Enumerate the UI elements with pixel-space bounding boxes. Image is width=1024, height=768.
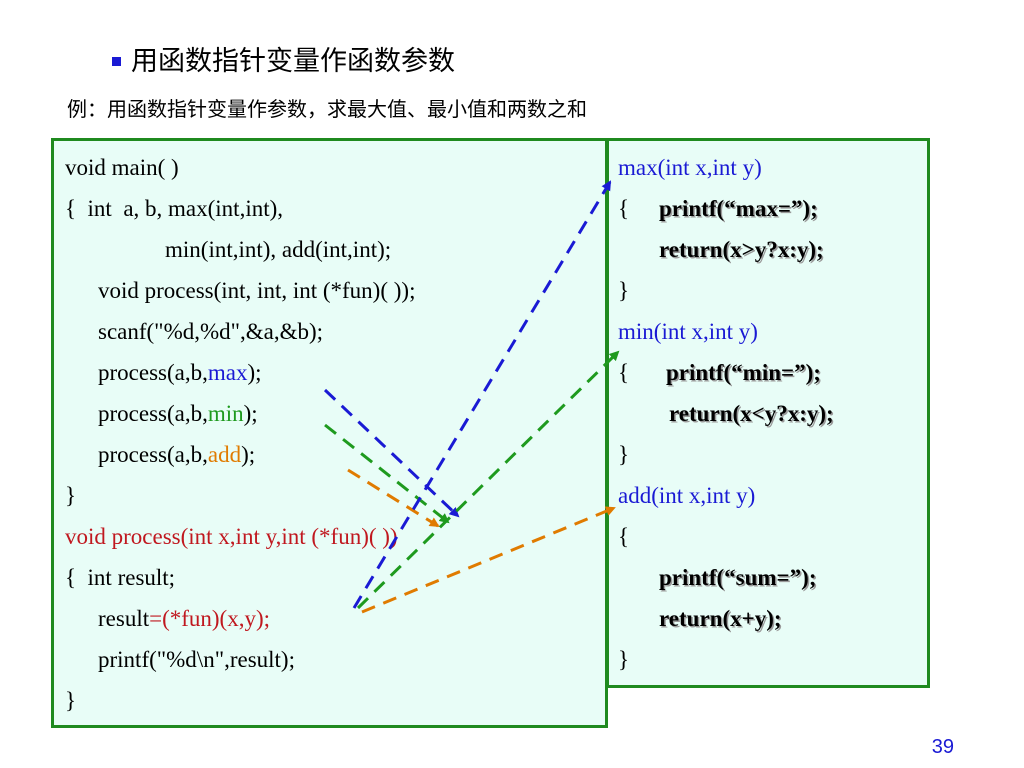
code-line: printf(“sum=”); [659,565,817,590]
add-argument: add [207,442,242,467]
code-line: return(x<y?x:y); [669,401,834,426]
slide-title-row: 用函数指针变量作函数参数 [112,38,455,78]
call-text: ); [247,360,262,385]
code-line: { int result; [65,565,176,590]
code-line: printf(“min=”); [666,360,821,385]
call-text: process(a,b, [98,442,208,467]
add-signature: add(int x,int y) [618,483,756,508]
max-argument: max [207,360,248,385]
code-line: { int a, b, max(int,int), [65,196,284,221]
call-text: process(a,b, [98,360,208,385]
main-process-code-box: void main( ) { int a, b, max(int,int), m… [51,138,608,728]
square-bullet-icon [112,56,121,66]
function-definitions-code-box: max(int x,int y) { printf(“max=”); retur… [606,138,930,688]
call-text: process(a,b, [98,401,208,426]
code-line: min(int,int), add(int,int); [165,237,392,262]
code-line: } [65,483,77,508]
code-line: result=(*fun)(x,y); [98,605,270,633]
code-line: scanf("%d,%d",&a,&b); [98,319,324,344]
example-description: 例：用函数指针变量作参数，求最大值、最小值和两数之和 [67,97,587,121]
code-line: void main( ) [65,155,179,180]
brace: { [618,360,630,385]
brace: { [618,196,630,221]
result-variable: result [98,606,150,631]
code-line: } [618,278,630,303]
code-line: } [618,442,630,467]
page-number: 39 [931,736,954,758]
code-line: return(x+y); [659,606,782,631]
code-line: return(x>y?x:y); [659,237,824,262]
code-line: process(a,b,max); [98,359,262,387]
code-line: } [618,647,630,672]
code-line: process(a,b,min); [98,400,258,428]
code-line: printf("%d\n",result); [98,647,295,672]
process-definition-line: void process(int x,int y,int (*fun)( )) [65,524,398,549]
slide-title: 用函数指针变量作函数参数 [131,45,455,77]
code-line: { [618,195,629,223]
code-line: void process(int, int, int (*fun)( )); [98,278,416,303]
code-line: printf(“max=”); [659,196,818,221]
call-text: ); [243,401,258,426]
function-pointer-call: =(*fun)(x,y); [149,606,271,631]
min-argument: min [207,401,244,426]
min-signature: min(int x,int y) [618,319,758,344]
max-signature: max(int x,int y) [618,155,762,180]
code-line: } [65,688,77,713]
brace: { [618,524,630,549]
code-line: process(a,b,add); [98,441,255,469]
call-text: ); [241,442,256,467]
